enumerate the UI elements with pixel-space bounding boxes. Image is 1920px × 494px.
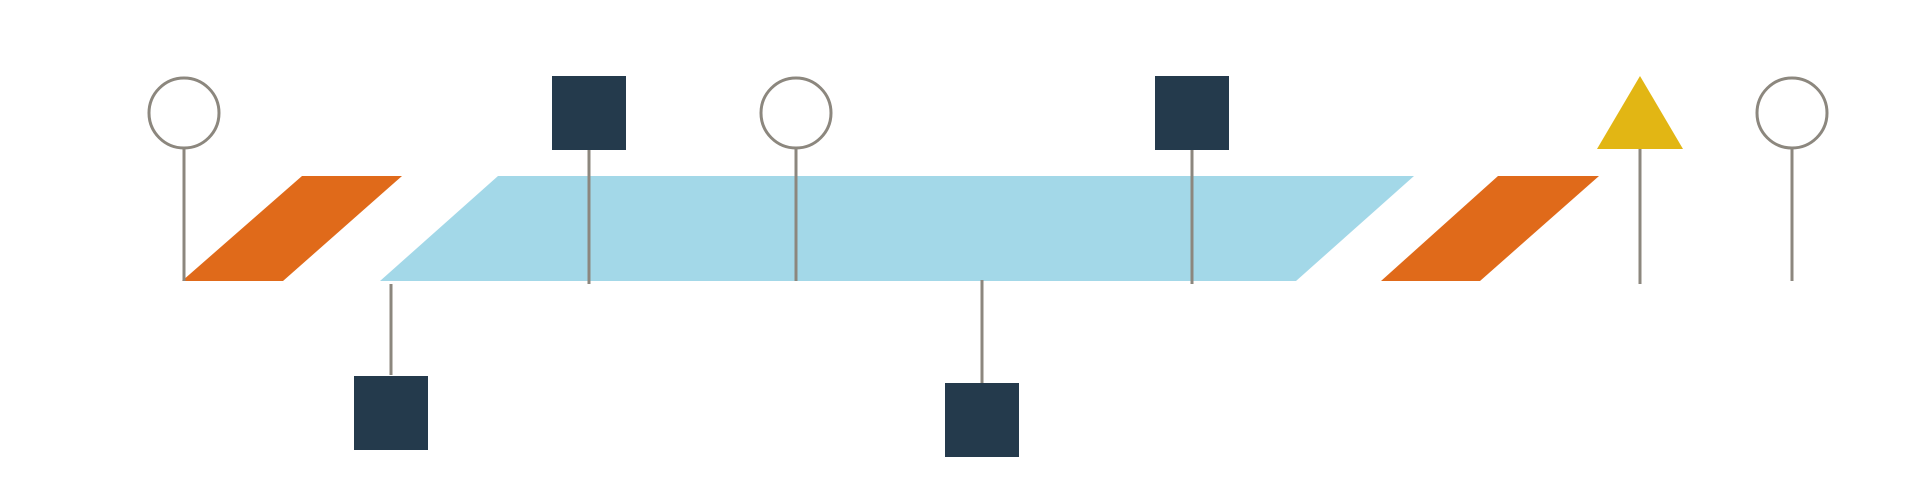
square-marker-4	[1155, 76, 1229, 150]
square-marker-2	[552, 76, 626, 150]
triangle-marker	[1597, 76, 1683, 149]
main-light-blue-band	[380, 176, 1414, 281]
orange-band-left	[182, 176, 402, 281]
circle-marker-1	[147, 76, 221, 150]
square-marker-1	[354, 376, 428, 450]
square-marker-3	[945, 383, 1019, 457]
orange-band-right	[1381, 176, 1599, 281]
circle-marker-3	[1755, 76, 1829, 150]
circle-marker-2	[759, 76, 833, 150]
